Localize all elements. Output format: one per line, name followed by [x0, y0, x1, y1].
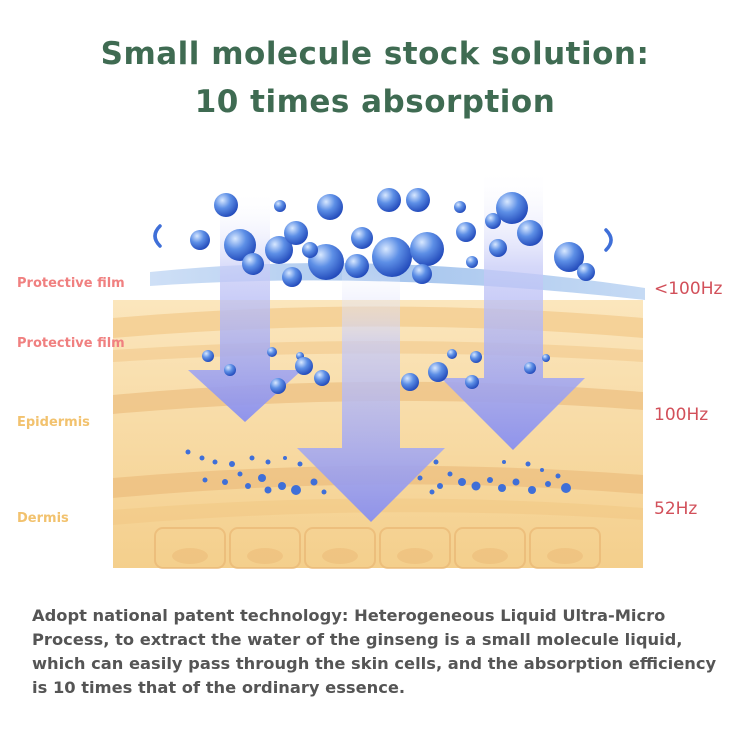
page-title-line-1: Small molecule stock solution:: [100, 36, 650, 72]
sound-wave-left-icon: [153, 224, 162, 248]
layer-label-protective-film-2: Protective film: [17, 336, 125, 351]
page-title-line-2: 10 times absorption: [194, 84, 556, 120]
description-text: Adopt national patent technology: Hetero…: [32, 606, 717, 697]
molecules-dermis: [185, 449, 571, 495]
layer-label-dermis: Dermis: [17, 511, 69, 526]
absorption-arrow-left: [188, 190, 302, 422]
absorption-arrow-center: [297, 250, 445, 522]
frequency-label-dermis: 52Hz: [654, 499, 698, 519]
molecules-epidermis: [202, 347, 550, 394]
molecules-surface: [190, 188, 595, 287]
layer-label-epidermis: Epidermis: [17, 415, 90, 430]
skin-absorption-diagram: [113, 168, 645, 569]
frequency-label-epidermis: 100Hz: [654, 405, 709, 425]
sound-wave-right-icon: [604, 228, 613, 252]
layer-label-protective-film-1: Protective film: [17, 276, 125, 291]
frequency-label-film: <100Hz: [654, 279, 723, 299]
